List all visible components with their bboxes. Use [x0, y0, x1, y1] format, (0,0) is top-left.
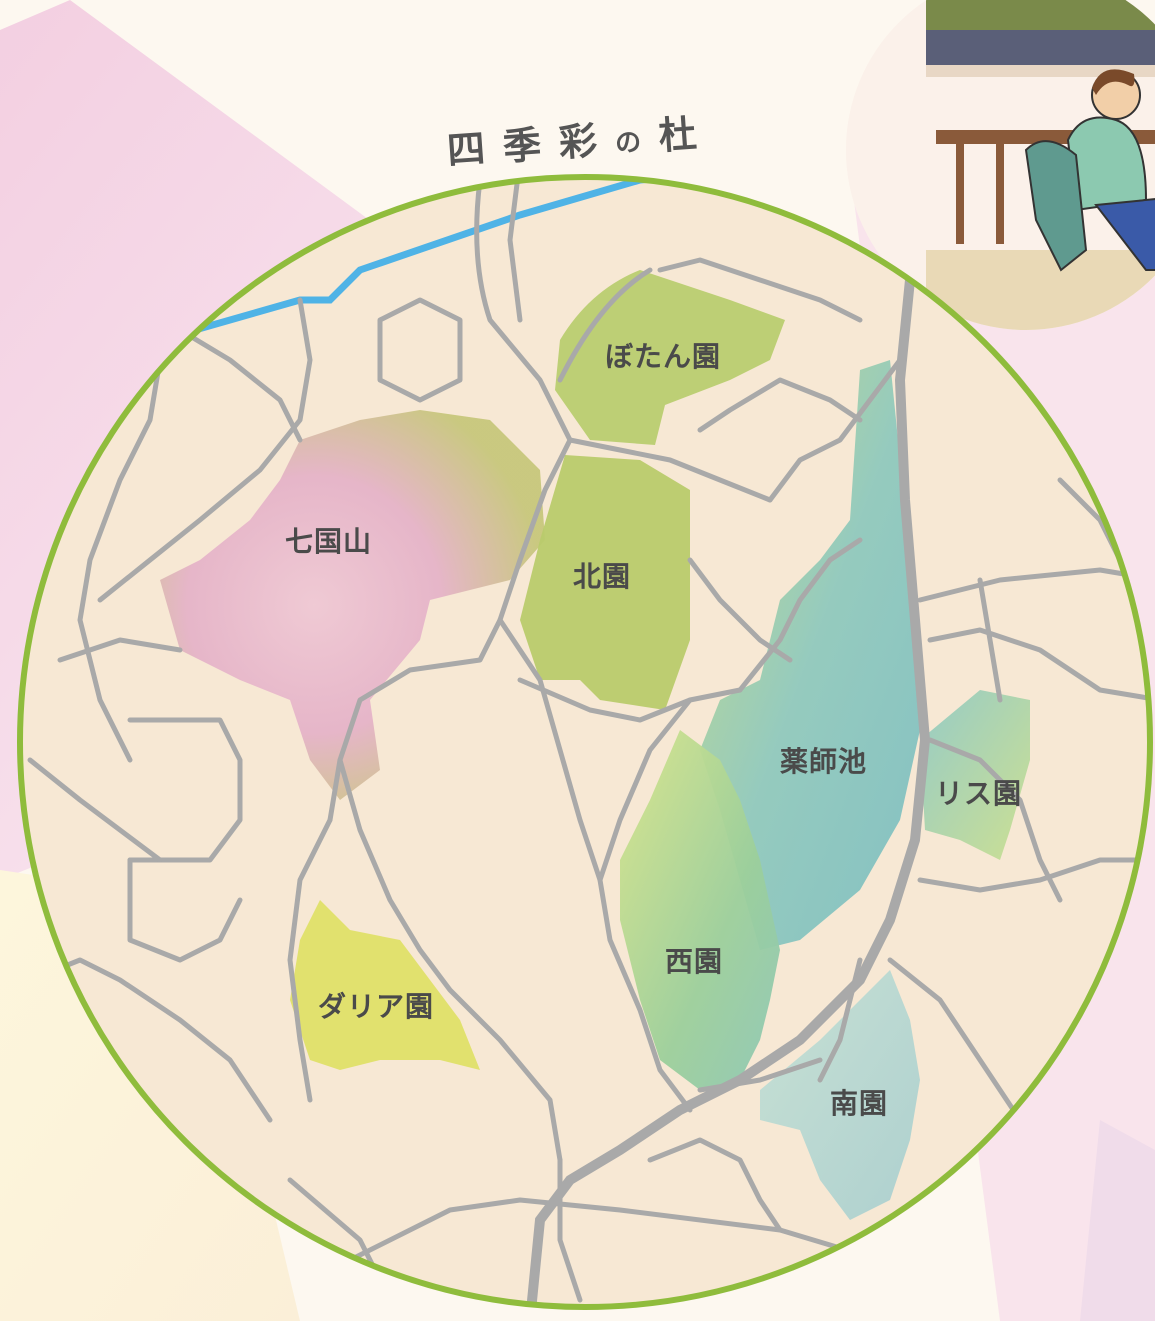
area-label-botan[interactable]: ぼたん園 [605, 340, 722, 373]
area-dahlia [290, 900, 480, 1070]
area-kita [520, 455, 690, 710]
area-label-nanakuni[interactable]: 七国山 [285, 525, 373, 558]
area-label-nishi[interactable]: 西園 [665, 945, 724, 978]
area-label-yakushi[interactable]: 薬師池 [780, 745, 868, 778]
road-network [27, 177, 1150, 1303]
area-yakushi [700, 360, 920, 950]
area-label-risu[interactable]: リス園 [935, 777, 1023, 810]
area-label-kita[interactable]: 北園 [573, 560, 632, 593]
highway [525, 275, 931, 1307]
area-minami [760, 970, 920, 1220]
area-label-minami[interactable]: 南園 [830, 1087, 889, 1120]
area-nanakuni [160, 410, 545, 800]
area-risu [920, 690, 1030, 860]
area-botan [555, 270, 785, 445]
map-border [17, 174, 1153, 1310]
area-nishi [620, 730, 780, 1090]
area-label-dahlia[interactable]: ダリア園 [318, 990, 435, 1023]
